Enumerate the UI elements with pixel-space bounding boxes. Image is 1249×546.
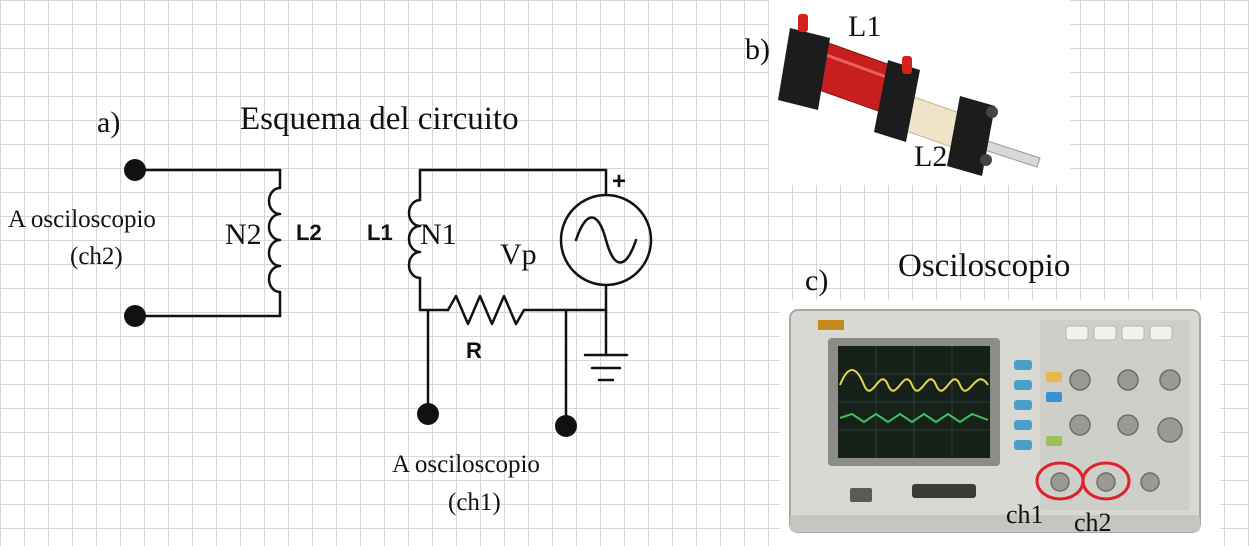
panel-c-title: Osciloscopio: [898, 248, 1071, 284]
ch1-photo-label: ch1: [1006, 500, 1044, 529]
resistor-label: R: [466, 338, 482, 363]
resistor-r: [446, 294, 526, 326]
ch1-label-line2: (ch1): [448, 489, 501, 516]
n1-label: N1: [420, 218, 457, 251]
ch2-photo-label: ch2: [1074, 508, 1112, 537]
n2-label: N2: [225, 218, 262, 251]
terminal-ch1-right: [555, 415, 577, 437]
ac-sine-symbol: [574, 216, 638, 264]
ch2-label-line1: A osciloscopio: [8, 206, 156, 233]
coil-l1: [407, 198, 422, 280]
coil-l2-photo-label: L2: [914, 140, 948, 173]
terminal-ch1-left: [417, 403, 439, 425]
ch1-label-line1: A osciloscopio: [392, 451, 540, 478]
panel-a-title: Esquema del circuito: [240, 101, 519, 137]
source-plus-label: +: [612, 168, 627, 195]
panel-b-letter: b): [745, 33, 770, 66]
ac-source: [559, 193, 653, 287]
terminal-ch2-bottom: [124, 305, 146, 327]
vp-label: Vp: [500, 238, 537, 271]
coil-l1-photo-label: L1: [848, 10, 882, 43]
terminal-ch2-top: [124, 159, 146, 181]
panel-a-letter: a): [97, 106, 121, 139]
l1-label: L1: [367, 220, 393, 245]
highlight-ch2: [1081, 461, 1131, 501]
coil-l2: [267, 186, 282, 294]
ch2-label-line2: (ch2): [70, 243, 123, 270]
oscilloscope-photo: [789, 309, 1201, 533]
l2-label: L2: [296, 220, 322, 245]
coil-assembly-photo: [778, 14, 1041, 176]
panel-c-letter: c): [805, 264, 829, 297]
